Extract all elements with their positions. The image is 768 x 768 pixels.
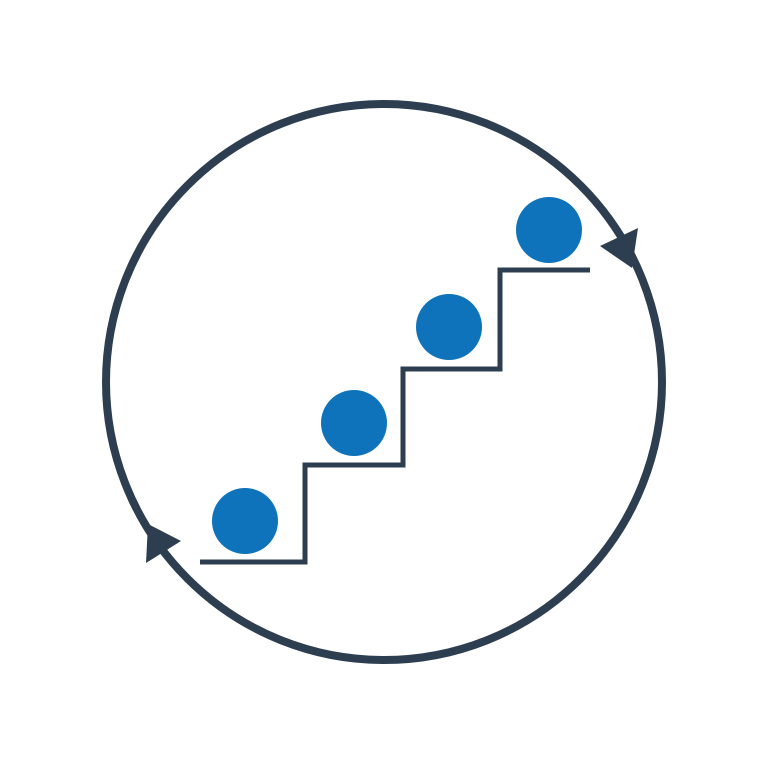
ball-step-3 <box>416 294 482 360</box>
ball-step-2 <box>321 390 387 456</box>
staircase <box>200 267 590 565</box>
arrow-bottom-left-icon <box>146 524 181 563</box>
ball-step-1 <box>212 488 278 554</box>
cycle-ring <box>102 100 666 664</box>
arrow-top-right-icon <box>600 228 638 268</box>
ball-step-4 <box>516 197 582 263</box>
